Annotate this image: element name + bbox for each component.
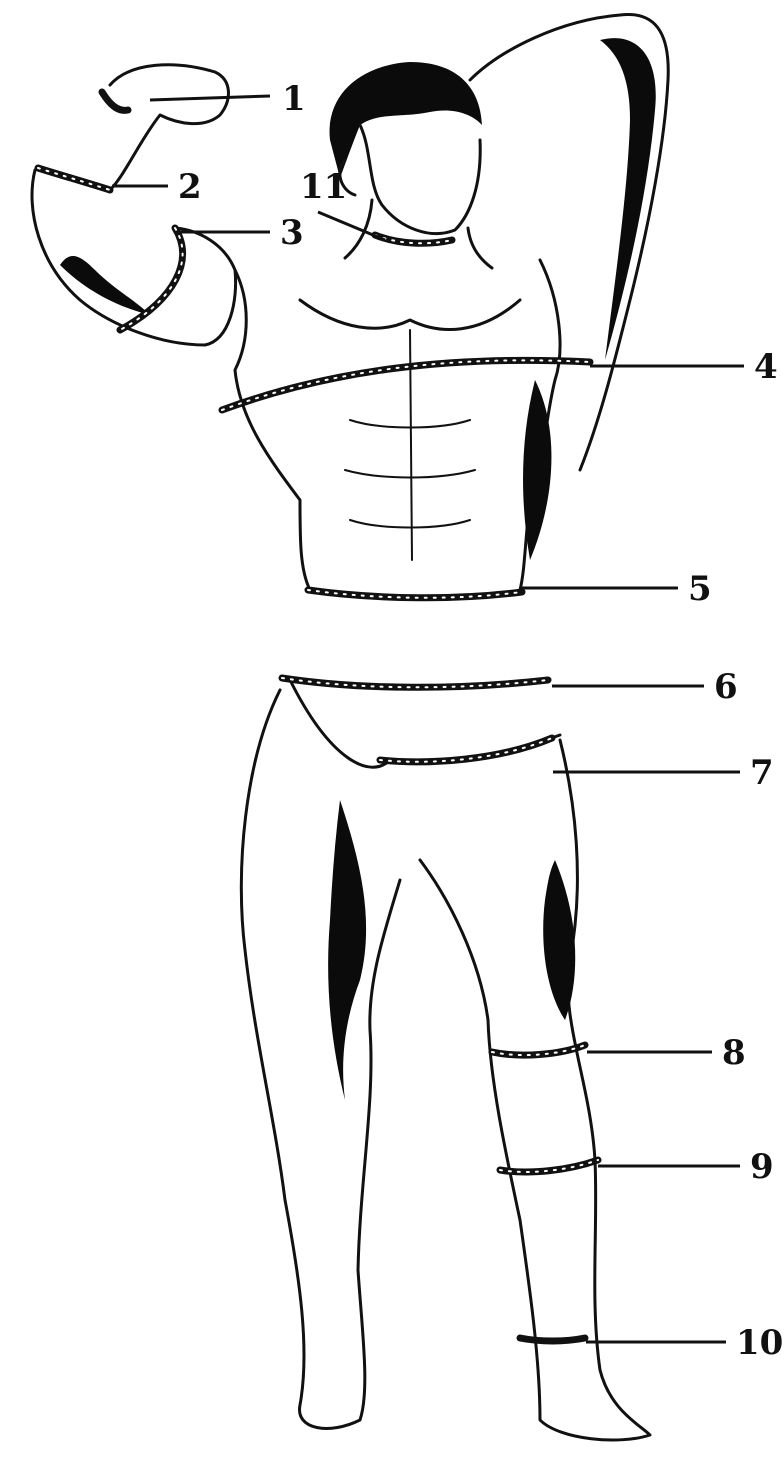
side-shade	[523, 380, 551, 560]
leader-1	[150, 96, 270, 100]
right-leg-shade	[543, 860, 575, 1020]
measuring-tapes	[38, 92, 598, 1341]
leader-lines	[112, 96, 744, 1342]
tape-3-upper-arm	[120, 228, 183, 330]
body-illustration	[32, 14, 668, 1440]
face-outline	[360, 125, 480, 234]
left-leg	[241, 690, 400, 1428]
tape-11-neck	[375, 235, 452, 243]
right-leg	[420, 740, 650, 1440]
number-labels: 1 2 3 4 5 6 7 8 9 10 11	[178, 79, 783, 1363]
tape-1-wrist	[102, 92, 128, 110]
left-leg-shade	[328, 800, 366, 1100]
label-11: 11	[300, 167, 347, 207]
left-bicep-shade	[60, 256, 150, 315]
briefs	[290, 680, 560, 767]
label-3: 3	[280, 213, 304, 253]
label-4: 4	[754, 347, 778, 387]
label-10: 10	[736, 1323, 783, 1363]
hair	[330, 62, 482, 178]
label-2: 2	[178, 167, 202, 207]
label-6: 6	[714, 667, 738, 707]
tape-10-ankle	[520, 1338, 585, 1341]
tape-8-knee	[492, 1045, 585, 1055]
tape-9-calf	[500, 1160, 598, 1172]
tape-7-thigh	[380, 738, 552, 762]
tape-5-waist	[308, 590, 522, 598]
label-8: 8	[722, 1033, 746, 1073]
leader-11	[318, 212, 385, 240]
label-5: 5	[688, 569, 712, 609]
tape-6-hips	[282, 678, 548, 687]
label-7: 7	[750, 753, 774, 793]
tape-2-forearm-dots	[38, 168, 110, 190]
chest-line	[300, 300, 520, 330]
label-9: 9	[750, 1147, 774, 1187]
left-forearm	[110, 65, 228, 190]
torso-outline	[235, 260, 560, 590]
label-1: 1	[282, 79, 306, 119]
